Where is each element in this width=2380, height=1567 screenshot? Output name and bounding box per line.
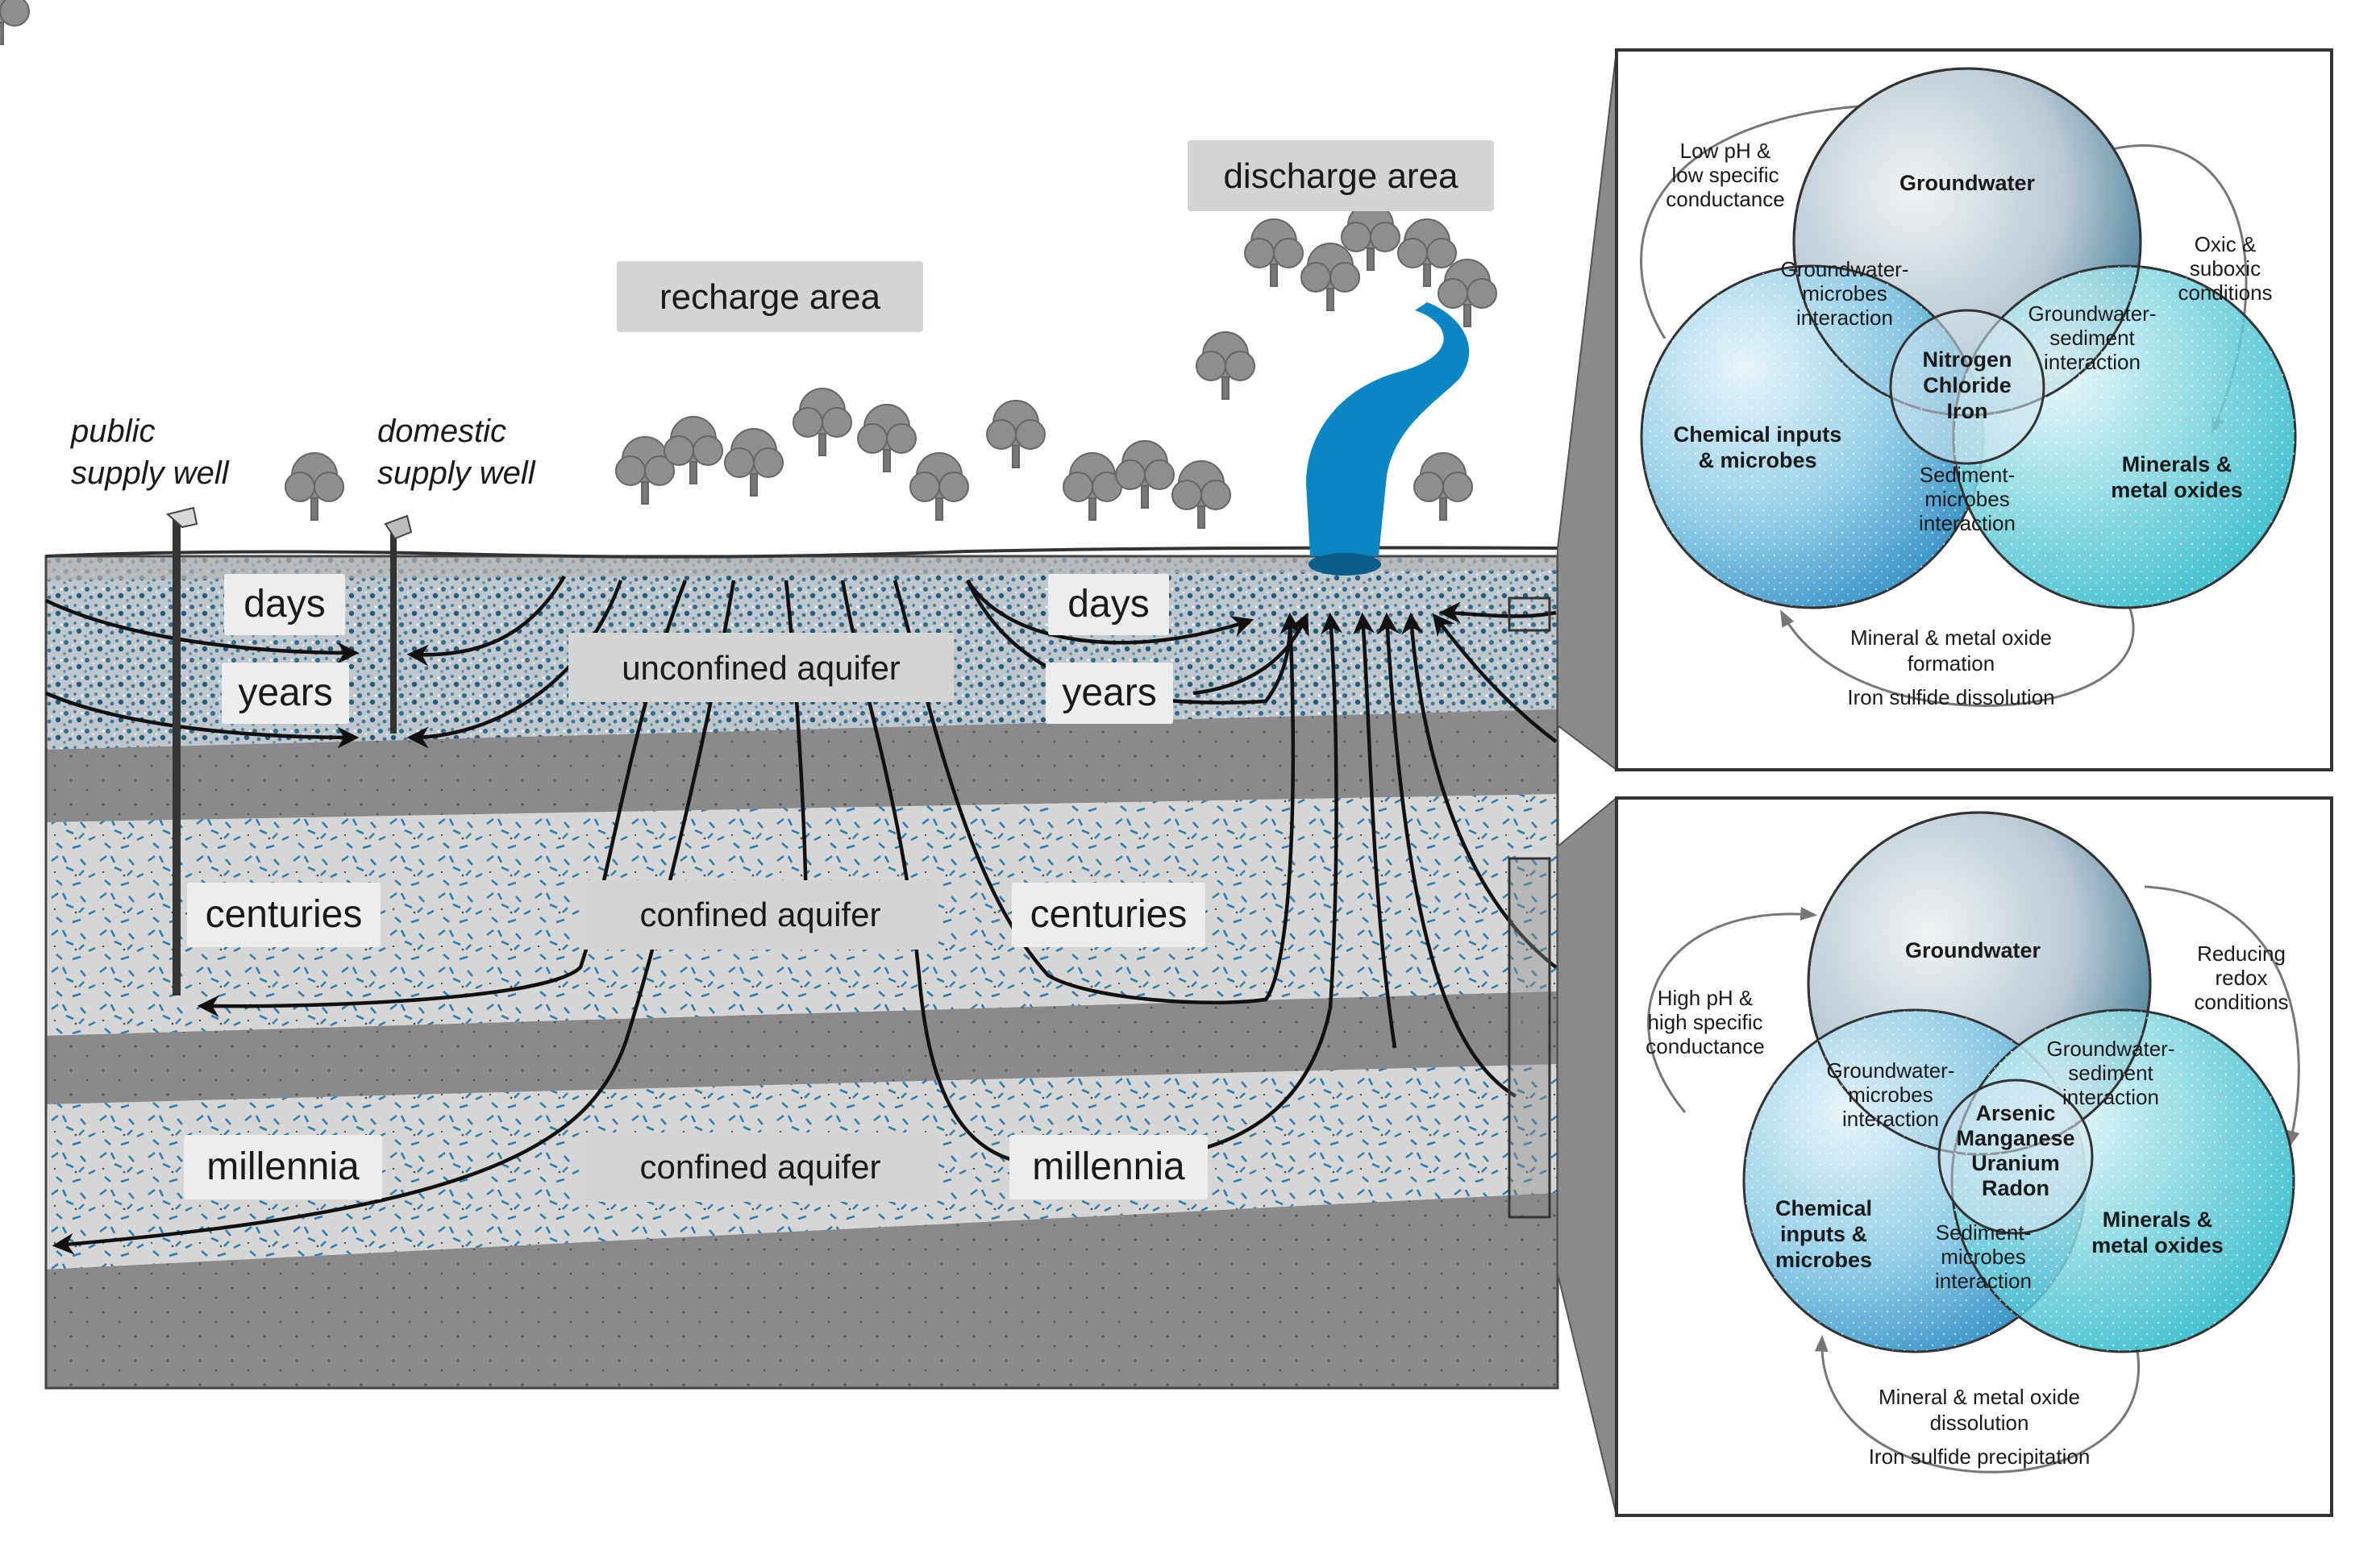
days-left: days	[243, 583, 325, 626]
gws-line2-bottom: sediment	[2068, 1061, 2153, 1085]
public-supply-well	[165, 506, 198, 995]
right-note3-top: conditions	[2178, 281, 2272, 305]
sm-line2-bottom: microbes	[1941, 1245, 2025, 1269]
gw-label-top: Groundwater	[1899, 171, 2036, 195]
time-labels: days years days years centuries centurie…	[184, 574, 1208, 1199]
gws-line1-top: Groundwater-	[2028, 301, 2157, 326]
right-note2-top: suboxic	[2190, 256, 2261, 281]
sm-line1-top: Sediment-	[1920, 463, 2016, 487]
chem-line2-top: & microbes	[1698, 448, 1816, 472]
recharge-area-label: recharge area	[617, 261, 923, 332]
centuries-left: centuries	[206, 893, 363, 936]
left-note1-bottom: High pH &	[1658, 986, 1754, 1010]
gws-line2-top: sediment	[2049, 326, 2135, 350]
left-note3-top: conductance	[1666, 187, 1784, 211]
center-line3-bottom: Uranium	[1971, 1151, 2060, 1175]
left-note1-top: Low pH &	[1680, 139, 1771, 163]
right-note2-bottom: redox	[2215, 966, 2267, 990]
river	[1306, 302, 1470, 556]
public-well-line2: supply well	[71, 455, 230, 491]
bottom-note1-bottom: Mineral & metal oxide	[1879, 1385, 2080, 1409]
sm-line1-bottom: Sediment-	[1936, 1220, 2032, 1245]
domestic-supply-well	[384, 514, 413, 734]
center-line1-bottom: Arsenic	[1975, 1101, 2055, 1125]
center-line3-top: Iron	[1947, 399, 1988, 423]
domestic-well-line2: supply well	[377, 455, 536, 491]
chem-line1-top: Chemical inputs	[1674, 422, 1842, 447]
left-note2-bottom: high specific	[1647, 1010, 1762, 1034]
sm-line2-top: microbes	[1924, 487, 2009, 511]
sm-line3-top: interaction	[1919, 511, 2016, 535]
bottom-note2-top: formation	[1908, 651, 1995, 675]
millennia-right: millennia	[1032, 1145, 1185, 1188]
gwm-line1-top: Groundwater-	[1781, 257, 1909, 281]
bottom-note3-bottom: Iron sulfide precipitation	[1869, 1444, 2091, 1469]
confined-aquifer-1-text: confined aquifer	[640, 896, 881, 933]
bottom-note3-top: Iron sulfide dissolution	[1847, 685, 2054, 709]
domestic-well-label: domestic supply well	[377, 414, 536, 491]
min-line1-bottom: Minerals &	[2103, 1207, 2213, 1232]
millennia-left: millennia	[206, 1145, 360, 1188]
center-line4-bottom: Radon	[1982, 1176, 2049, 1200]
right-note3-bottom: conditions	[2194, 990, 2288, 1014]
center-line2-top: Chloride	[1923, 373, 2012, 397]
domestic-well-line1: domestic	[377, 414, 506, 449]
bottom-note2-bottom: dissolution	[1930, 1411, 2029, 1435]
min-line1-top: Minerals &	[2122, 452, 2232, 476]
gw-label-bottom: Groundwater	[1905, 938, 2041, 962]
panel-top: Groundwater Chemical inputs & microbes M…	[1615, 48, 2333, 771]
chem-line3-bottom: microbes	[1775, 1248, 1872, 1272]
unconfined-aquifer-text: unconfined aquifer	[622, 649, 901, 687]
min-line2-bottom: metal oxides	[2091, 1233, 2224, 1257]
bottom-note1-top: Mineral & metal oxide	[1850, 626, 2052, 650]
left-note3-bottom: conductance	[1646, 1034, 1764, 1058]
gwm-line2-bottom: microbes	[1848, 1083, 1933, 1107]
days-right: days	[1067, 583, 1149, 626]
discharge-area-text: discharge area	[1223, 156, 1458, 196]
gwm-line2-top: microbes	[1802, 281, 1887, 306]
right-note1-top: Oxic &	[2195, 232, 2257, 256]
confined-aquifer-2-text: confined aquifer	[640, 1148, 881, 1186]
gws-line3-bottom: interaction	[2062, 1085, 2159, 1109]
left-note2-top: low specific	[1672, 163, 1779, 187]
recharge-area-text: recharge area	[659, 277, 880, 317]
gwm-line3-top: interaction	[1796, 306, 1893, 330]
chem-line1-bottom: Chemical	[1775, 1196, 1872, 1220]
gwm-line1-bottom: Groundwater-	[1827, 1058, 1955, 1083]
right-note1-bottom: Reducing	[2197, 941, 2286, 966]
aquifer-labels: unconfined aquifer confined aquifer conf…	[568, 633, 954, 1202]
trees	[0, 0, 1497, 529]
min-line2-top: metal oxides	[2111, 478, 2243, 502]
public-well-line1: public	[70, 414, 156, 449]
panel-bottom: Groundwater Chemical inputs & microbes M…	[1615, 796, 2333, 1517]
gws-line1-bottom: Groundwater-	[2047, 1037, 2175, 1061]
center-line1-top: Nitrogen	[1923, 347, 2012, 372]
gwm-line3-bottom: interaction	[1842, 1107, 1939, 1131]
public-well-label: public supply well	[70, 414, 230, 491]
years-right: years	[1062, 671, 1156, 714]
sm-line3-bottom: interaction	[1935, 1269, 2032, 1293]
centuries-right: centuries	[1030, 893, 1188, 936]
discharge-area-label: discharge area	[1188, 140, 1494, 211]
center-line2-bottom: Manganese	[1956, 1126, 2074, 1150]
gws-line3-top: interaction	[2044, 350, 2141, 374]
chem-line2-bottom: inputs &	[1780, 1222, 1867, 1246]
years-left: years	[238, 671, 332, 714]
